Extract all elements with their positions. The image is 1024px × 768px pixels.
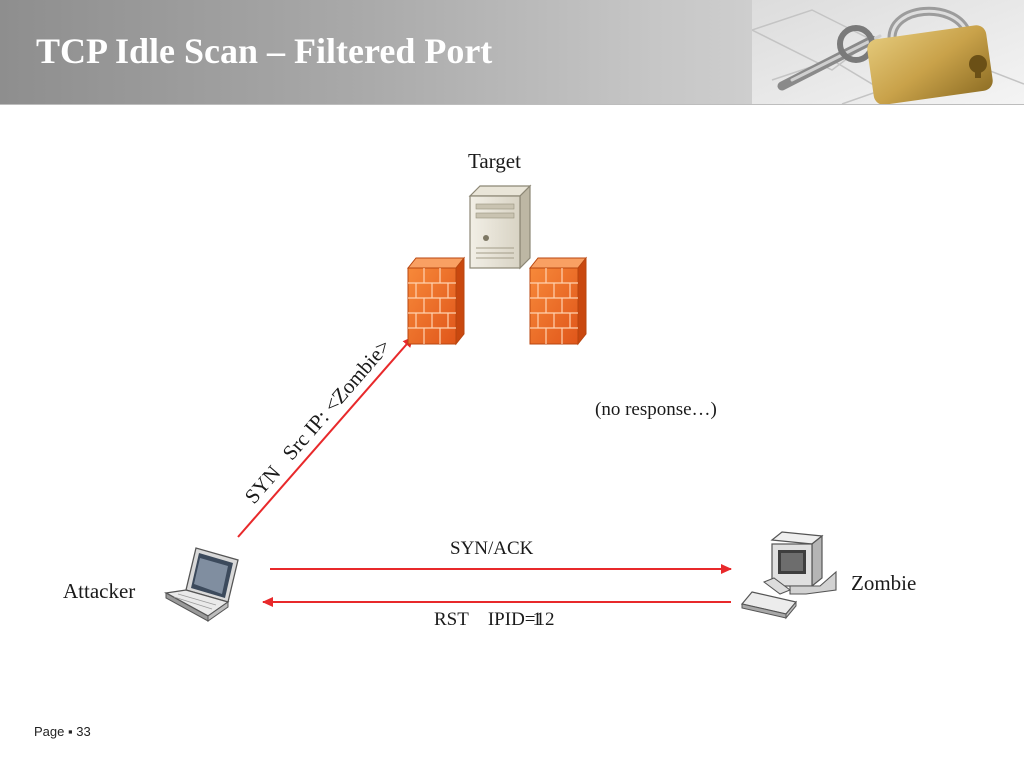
slide-header: TCP Idle Scan – Filtered Port bbox=[0, 0, 1024, 105]
slide-title: TCP Idle Scan – Filtered Port bbox=[36, 31, 493, 71]
zombie-label: Zombie bbox=[851, 571, 917, 595]
server-icon bbox=[468, 184, 532, 270]
syn-ack-label: SYN/ACK bbox=[450, 538, 534, 559]
page-label: Page bbox=[34, 724, 65, 739]
footer-bullet: ▪ bbox=[68, 724, 73, 739]
ipid-value: 12 bbox=[535, 609, 555, 630]
page-footer: Page ▪ 33 bbox=[34, 724, 91, 739]
firewall-icon-left bbox=[406, 256, 466, 346]
laptop-icon bbox=[163, 547, 239, 622]
padlock-photo bbox=[752, 0, 1024, 104]
syn-spoofed-label: SYN Src IP: <Zombie> bbox=[240, 334, 396, 508]
target-label: Target bbox=[468, 149, 521, 173]
arrow-attacker-to-target bbox=[237, 336, 414, 538]
ipid-label: IPID= bbox=[487, 609, 536, 630]
page-number: 33 bbox=[76, 724, 91, 739]
desktop-computer-icon bbox=[740, 531, 837, 620]
firewall-icon-right bbox=[528, 256, 588, 346]
rst-label: RST bbox=[434, 609, 469, 630]
ipid-previous-value: 1 bbox=[532, 609, 543, 630]
no-response-label: (no response…) bbox=[595, 399, 717, 420]
attacker-label: Attacker bbox=[63, 579, 136, 603]
